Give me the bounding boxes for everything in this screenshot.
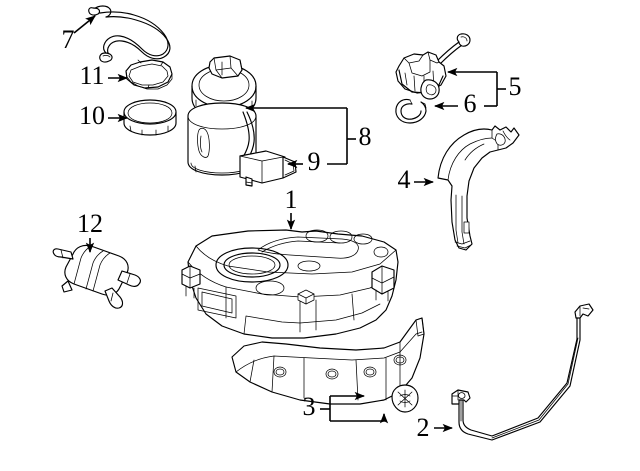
callout-label-4: 4: [398, 165, 411, 194]
part-tank-strap: [451, 303, 594, 441]
part-seal-gasket: [125, 59, 173, 90]
callout-label-10: 10: [79, 101, 105, 130]
part-fuel-filter: [52, 244, 141, 309]
callout-label-8: 8: [359, 122, 372, 151]
callout-label-3: 3: [303, 392, 316, 421]
callout-label-5: 5: [509, 72, 522, 101]
callout-label-11: 11: [79, 61, 104, 90]
part-heat-shield: [231, 317, 425, 405]
part-cap-retainer-ring: [395, 98, 427, 124]
callout-leader-5: [446, 67, 506, 107]
part-retaining-clip: [391, 384, 419, 413]
part-fuel-hose: [88, 5, 171, 63]
part-filler-neck: [437, 125, 520, 251]
callout-label-9: 9: [308, 147, 321, 176]
part-fuel-tank: [181, 229, 399, 339]
callout-label-12: 12: [77, 209, 103, 238]
part-fuel-cap: [395, 33, 471, 100]
callout-label-7: 7: [62, 25, 75, 54]
callout-label-1: 1: [285, 185, 298, 214]
callout-leader-8: [244, 103, 356, 165]
callout-leader-3: [320, 391, 389, 424]
callout-label-2: 2: [417, 413, 430, 442]
part-lock-ring: [123, 99, 177, 136]
callout-leader-7: [73, 15, 96, 34]
part-fuel-pump-assembly: [187, 55, 297, 187]
callout-label-6: 6: [464, 89, 477, 118]
